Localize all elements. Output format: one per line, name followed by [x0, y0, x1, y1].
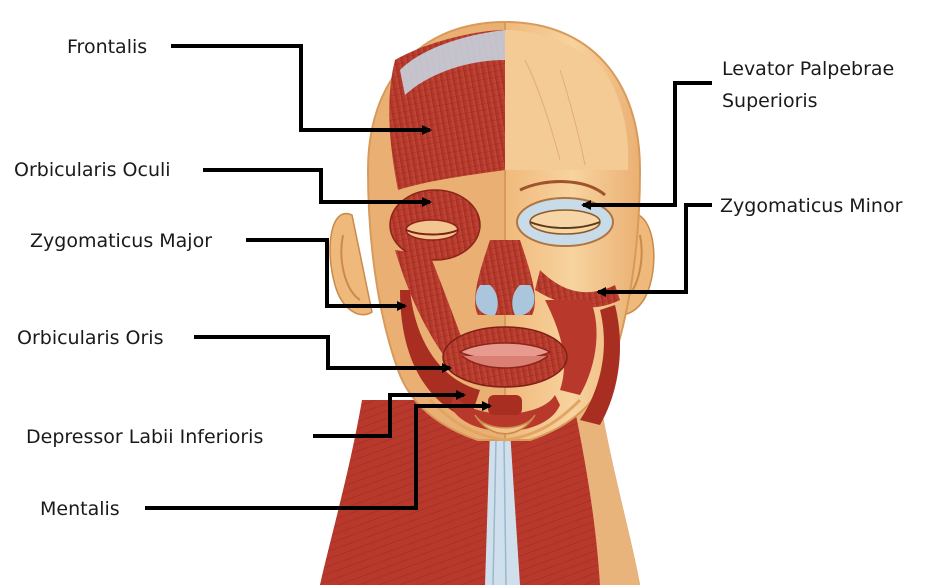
leader-line-orbicularis-oculi [203, 168, 432, 207]
label-zygomaticus-minor: Zygomaticus Minor [720, 195, 903, 217]
mouth [442, 326, 568, 388]
nose [475, 240, 535, 316]
leader-line-mentalis [145, 401, 492, 510]
label-orbicularis-oris: Orbicularis Oris [17, 327, 164, 349]
leader-line-zygomaticus-major [246, 238, 407, 311]
leader-line-frontalis [171, 44, 432, 135]
label-orbicularis-oculi: Orbicularis Oculi [14, 159, 171, 181]
leader-line-zygomaticus-minor [596, 203, 712, 297]
label-mentalis: Mentalis [40, 498, 120, 520]
label-zygomaticus-major: Zygomaticus Major [30, 230, 213, 252]
leader-line-levator [581, 81, 712, 210]
label-levator-line-1: Levator Palpebrae [722, 58, 895, 80]
label-levator-line-2: Superioris [722, 90, 818, 112]
label-frontalis: Frontalis [67, 36, 148, 58]
leader-line-orbicularis-oris [194, 335, 452, 373]
chin [428, 395, 582, 442]
facial-muscles-right [505, 30, 629, 425]
label-levator-palpebrae-superioris: Levator Palpebrae Superioris [722, 53, 894, 117]
facial-muscles-left [389, 30, 505, 420]
label-depressor-labii-inferioris: Depressor Labii Inferioris [26, 426, 264, 448]
neck [320, 400, 640, 585]
leader-line-depressor-labii [313, 390, 466, 438]
